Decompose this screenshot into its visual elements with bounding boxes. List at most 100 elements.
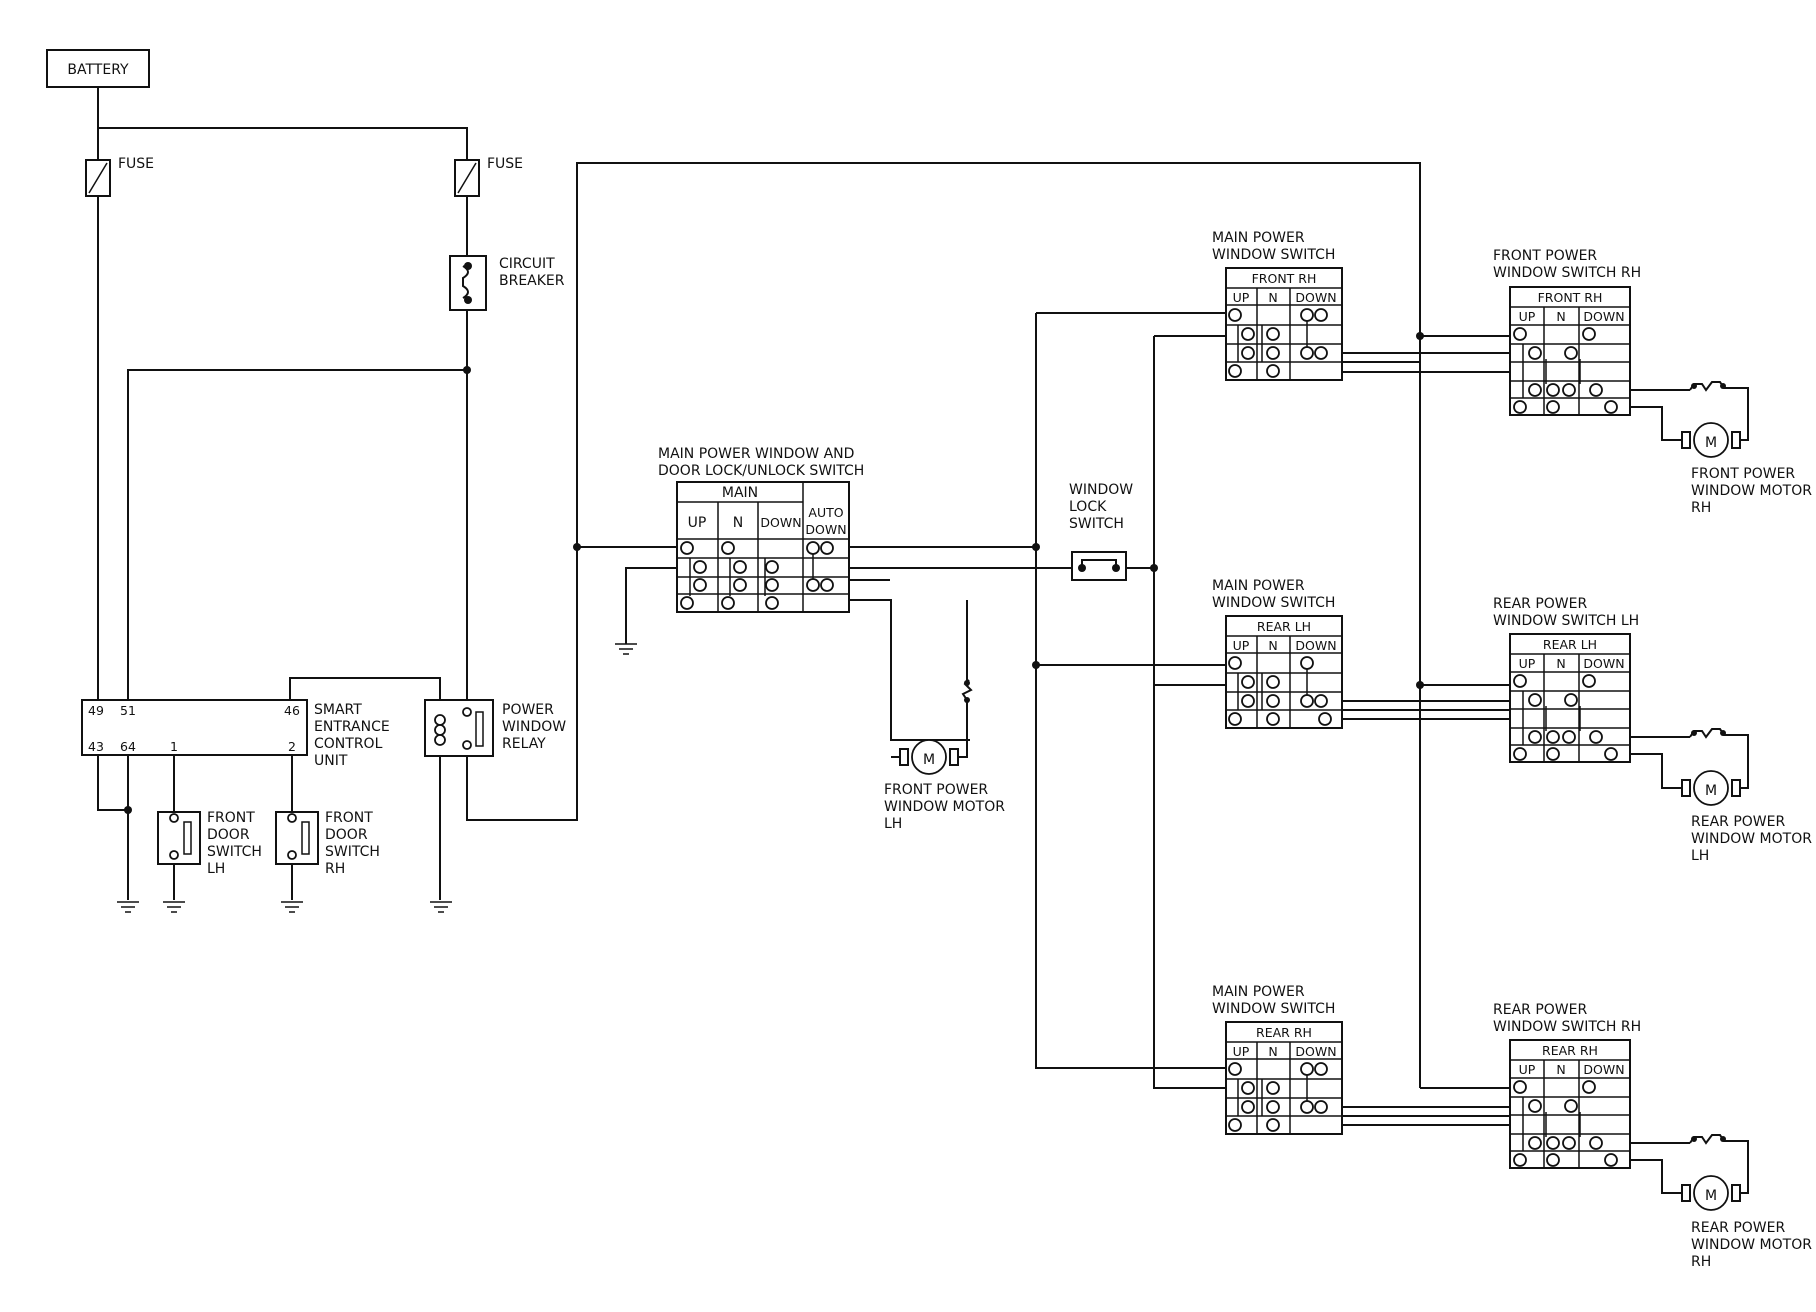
mpws-rear-lh: MAIN POWER WINDOW SWITCH REAR LH UP N DO… <box>1212 578 1343 729</box>
relay-label-2: WINDOW <box>502 719 566 735</box>
rpws-lh-col-n: N <box>1556 656 1565 671</box>
fuse-left-label: FUSE <box>118 156 154 172</box>
motor-rear-lh-label-1: REAR POWER <box>1691 814 1785 830</box>
circuit-breaker-label-2: BREAKER <box>499 273 565 289</box>
mpws-rl-header: REAR LH <box>1257 619 1311 634</box>
fuse-left: FUSE <box>85 156 154 197</box>
circuit-breaker-label-1: CIRCUIT <box>499 256 555 272</box>
main-switch-title-1: MAIN POWER WINDOW AND <box>658 446 854 462</box>
motor-rear-rh-label-1: REAR POWER <box>1691 1220 1785 1236</box>
mpws-rr-col-up: UP <box>1233 1044 1250 1059</box>
mpws-fr-title-2: WINDOW SWITCH <box>1212 247 1335 263</box>
motor-rear-lh-label-3: LH <box>1691 848 1709 864</box>
window-lock-label-2: LOCK <box>1069 499 1107 515</box>
ground-symbols <box>117 643 637 913</box>
fpws-rh-header: FRONT RH <box>1538 290 1603 305</box>
front-door-switch-rh: FRONT DOOR SWITCH RH <box>275 810 380 877</box>
main-switch-col-down: DOWN <box>760 515 801 530</box>
rpws-rh-title-1: REAR POWER <box>1493 1002 1587 1018</box>
battery: BATTERY <box>46 49 150 88</box>
rpws-lh-title-1: REAR POWER <box>1493 596 1587 612</box>
front-door-switch-lh: FRONT DOOR SWITCH LH <box>157 810 262 877</box>
door-switch-rh-4: RH <box>325 861 345 877</box>
door-switch-lh-2: DOOR <box>207 827 250 843</box>
mpws-fr-col-down: DOWN <box>1295 290 1336 305</box>
window-lock-label-3: SWITCH <box>1069 516 1124 532</box>
rpws-lh-col-up: UP <box>1519 656 1536 671</box>
motor-rear-lh-symbol: M <box>1705 783 1717 799</box>
rpws-rh: REAR POWER WINDOW SWITCH RH REAR RH UP N… <box>1493 1002 1641 1169</box>
rpws-rh-col-up: UP <box>1519 1062 1536 1077</box>
pin-51: 51 <box>120 703 136 718</box>
motor-front-rh-label-1: FRONT POWER <box>1691 466 1795 482</box>
door-switch-rh-2: DOOR <box>325 827 368 843</box>
mpws-rr-title-1: MAIN POWER <box>1212 984 1305 1000</box>
battery-label: BATTERY <box>67 62 129 78</box>
circuit-breaker: CIRCUIT BREAKER <box>449 255 565 311</box>
motor-front-lh-symbol: M <box>923 752 935 768</box>
motor-front-rh-label-3: RH <box>1691 500 1711 516</box>
smart-entrance-control-unit: 49 51 46 43 64 1 2 SMART ENTRANCE CONTRO… <box>81 699 390 769</box>
mpws-rr-title-2: WINDOW SWITCH <box>1212 1001 1335 1017</box>
fpws-rh-title-2: WINDOW SWITCH RH <box>1493 265 1641 281</box>
rpws-rh-header: REAR RH <box>1542 1043 1598 1058</box>
main-switch-col-up: UP <box>688 515 707 531</box>
motor-rear-rh-label-2: WINDOW MOTOR <box>1691 1237 1812 1253</box>
motor-rear-rh: M REAR POWER WINDOW MOTOR RH <box>1681 1134 1812 1270</box>
relay-label-3: RELAY <box>502 736 546 752</box>
door-switch-rh-1: FRONT <box>325 810 373 826</box>
mpws-rr-header: REAR RH <box>1256 1025 1312 1040</box>
power-window-relay: POWER WINDOW RELAY <box>424 699 566 757</box>
main-switch-header: MAIN <box>722 485 758 501</box>
mpws-rear-rh: MAIN POWER WINDOW SWITCH REAR RH UP N DO… <box>1212 984 1343 1135</box>
motor-front-lh: M FRONT POWER WINDOW MOTOR LH <box>884 600 1005 832</box>
fpws-rh: FRONT POWER WINDOW SWITCH RH FRONT RH UP… <box>1493 248 1641 416</box>
fpws-rh-col-down: DOWN <box>1583 309 1624 324</box>
smart-unit-label-2: ENTRANCE <box>314 719 390 735</box>
pin-43: 43 <box>88 739 104 754</box>
window-lock-switch: WINDOW LOCK SWITCH <box>1069 482 1133 581</box>
mpws-fr-col-up: UP <box>1233 290 1250 305</box>
motor-front-lh-label-2: WINDOW MOTOR <box>884 799 1005 815</box>
mpws-rl-col-n: N <box>1268 638 1277 653</box>
fpws-rh-col-up: UP <box>1519 309 1536 324</box>
mpws-rl-title-1: MAIN POWER <box>1212 578 1305 594</box>
mpws-rr-col-down: DOWN <box>1295 1044 1336 1059</box>
pin-1: 1 <box>170 739 178 754</box>
smart-unit-label-3: CONTROL <box>314 736 383 752</box>
pin-49: 49 <box>88 703 104 718</box>
fuse-right: FUSE <box>454 156 523 197</box>
mpws-fr-col-n: N <box>1268 290 1277 305</box>
motor-front-lh-label-3: LH <box>884 816 902 832</box>
mpws-rl-col-up: UP <box>1233 638 1250 653</box>
fpws-rh-col-n: N <box>1556 309 1565 324</box>
motor-front-rh-label-2: WINDOW MOTOR <box>1691 483 1812 499</box>
mpws-rr-col-n: N <box>1268 1044 1277 1059</box>
main-switch-title-2: DOOR LOCK/UNLOCK SWITCH <box>658 463 864 479</box>
rpws-rh-col-down: DOWN <box>1583 1062 1624 1077</box>
motor-rear-rh-label-3: RH <box>1691 1254 1711 1270</box>
door-switch-lh-3: SWITCH <box>207 844 262 860</box>
door-switch-lh-4: LH <box>207 861 225 877</box>
mpws-rl-title-2: WINDOW SWITCH <box>1212 595 1335 611</box>
motor-front-rh: M FRONT POWER WINDOW MOTOR RH <box>1681 381 1812 516</box>
main-switch-col-auto: AUTO <box>808 505 843 520</box>
mpws-fr-header: FRONT RH <box>1252 271 1317 286</box>
rpws-rh-title-2: WINDOW SWITCH RH <box>1493 1019 1641 1035</box>
main-switch-col-autodown: DOWN <box>805 522 846 537</box>
rpws-lh-col-down: DOWN <box>1583 656 1624 671</box>
pin-64: 64 <box>120 739 136 754</box>
fuse-right-label: FUSE <box>487 156 523 172</box>
door-switch-rh-3: SWITCH <box>325 844 380 860</box>
rpws-lh-header: REAR LH <box>1543 637 1597 652</box>
smart-unit-label-1: SMART <box>314 702 362 718</box>
mpws-rl-col-down: DOWN <box>1295 638 1336 653</box>
motor-front-rh-symbol: M <box>1705 435 1717 451</box>
rpws-lh: REAR POWER WINDOW SWITCH LH REAR LH UP N… <box>1493 596 1639 763</box>
main-power-window-switch: MAIN POWER WINDOW AND DOOR LOCK/UNLOCK S… <box>658 446 864 613</box>
mpws-front-rh: MAIN POWER WINDOW SWITCH FRONT RH UP N D… <box>1212 230 1343 381</box>
door-switch-lh-1: FRONT <box>207 810 255 826</box>
fpws-rh-title-1: FRONT POWER <box>1493 248 1597 264</box>
pin-46: 46 <box>284 703 300 718</box>
